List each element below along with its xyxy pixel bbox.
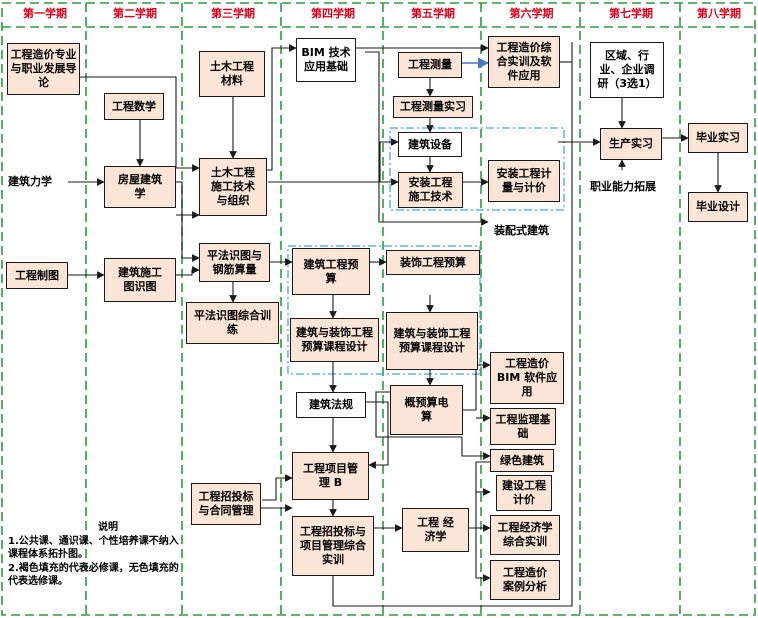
course-graduation-design: 毕业设计 xyxy=(688,192,748,222)
semester-dividers xyxy=(85,3,681,615)
course-project-management: 工程项目管 理 B xyxy=(292,452,369,500)
course-green-building: 绿色建筑 xyxy=(490,449,554,472)
header-semester-5: 第五学期 xyxy=(411,7,455,20)
course-civil-construction-tech: 土木工程 施工技术 与组织 xyxy=(199,158,267,216)
course-decoration-budget: 装饰工程预算 xyxy=(386,250,480,275)
course-career-expansion: 职业能力拓展 xyxy=(590,180,656,193)
legend-notes: 说明 1.公共课、通识课、个性培养课不纳入课程体系拓扑图。 2.褐色填充的代表必… xyxy=(8,521,188,589)
course-building-equipment: 建筑设备 xyxy=(398,132,462,157)
course-prefab-building: 装配式建筑 xyxy=(494,224,549,237)
course-surveying-practice: 工程测量实习 xyxy=(393,96,473,118)
course-installation-pricing: 安装工程计 量与计价 xyxy=(488,160,560,202)
group-outlines xyxy=(287,127,565,375)
course-civil-materials: 土木工程 材料 xyxy=(199,51,265,97)
course-house-architecture: 房屋建筑 学 xyxy=(104,166,176,208)
course-cost-case-analysis: 工程造价 案例分析 xyxy=(490,560,560,600)
course-bidding-contract: 工程招投标 与合同管理 xyxy=(191,483,261,525)
course-bid-project-training: 工程招投标与 项目管理综合 实训 xyxy=(292,516,374,576)
course-bim-basics: BIM 技术 应用基础 xyxy=(296,38,356,82)
course-construction-pricing: 建设工程 计价 xyxy=(496,475,552,511)
header-semester-4: 第四学期 xyxy=(311,7,355,20)
header-semester-6: 第六学期 xyxy=(509,7,554,20)
course-engineering-economics: 工程 经 济学 xyxy=(402,508,469,552)
course-building-budget: 建筑工程预 算 xyxy=(292,248,370,295)
course-construction-drawing-reading: 建筑施工 图识图 xyxy=(104,258,176,302)
course-budget-design-5: 建筑与装饰工程 预算课程设计 xyxy=(386,312,478,370)
course-engineering-drawing: 工程制图 xyxy=(6,262,68,289)
course-rebar-training: 平法识图综合训 练 xyxy=(186,302,279,344)
notes-line-1: 1.公共课、通识课、个性培养课不纳入课程体系拓扑图。 xyxy=(8,535,179,561)
course-engineering-math: 工程数学 xyxy=(104,93,164,120)
notes-line-2: 2.褐色填充的代表必修课，无色填充的代表选修课。 xyxy=(8,562,179,588)
header-semester-1: 第一学期 xyxy=(23,7,67,20)
course-bim-software-application: 工程造价 BIM 软件应 用 xyxy=(490,352,564,404)
course-estimate-computing: 概预算电 算 xyxy=(390,385,463,435)
course-production-practice: 生产实习 xyxy=(600,128,662,160)
course-building-mechanics: 建筑力学 xyxy=(8,175,52,188)
course-rebar-quantity: 平法识图与 钢筋算量 xyxy=(199,243,270,282)
course-installation-tech: 安装工程 施工技术 xyxy=(398,172,463,208)
course-budget-design-4: 建筑与装饰工程 预算课程设计 xyxy=(290,318,379,362)
course-cost-software-training: 工程造价综 合实训及软 件应用 xyxy=(488,36,560,88)
course-supervision-basics: 工程监理基 础 xyxy=(490,408,556,445)
header-semester-2: 第二学期 xyxy=(113,7,157,20)
header-semester-7: 第七学期 xyxy=(609,7,653,20)
header-semester-3: 第三学期 xyxy=(211,7,255,20)
course-surveying: 工程测量 xyxy=(398,52,462,78)
course-economics-training: 工程经济学 综合实训 xyxy=(490,515,560,555)
course-graduation-internship: 毕业实习 xyxy=(688,123,748,153)
connectors xyxy=(68,42,722,607)
header-semester-8: 第八学期 xyxy=(697,7,741,20)
course-field-research: 区域、行 业、企业调 研（3选1） xyxy=(590,42,664,98)
course-career-intro: 工程造价专业 与职业发展导 论 xyxy=(7,43,80,95)
course-building-law: 建筑法规 xyxy=(296,392,366,418)
notes-title: 说明 xyxy=(98,522,118,533)
